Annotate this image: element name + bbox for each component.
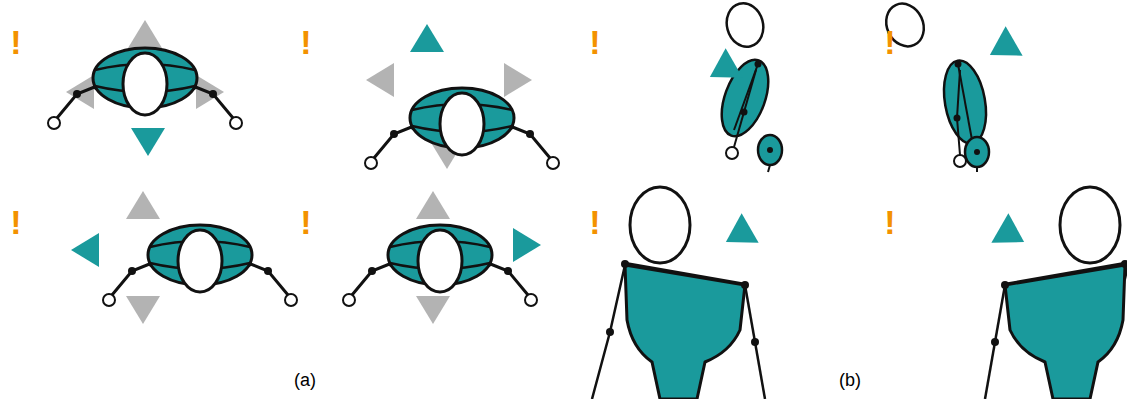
top-view-figure <box>71 191 297 324</box>
top-view-figure <box>365 24 559 169</box>
top-view-figure <box>343 191 541 324</box>
panel-label: (a) <box>294 371 316 389</box>
warning-mark: ! <box>884 25 895 59</box>
warning-mark: ! <box>300 205 311 239</box>
warning-mark: ! <box>300 25 311 59</box>
side-view-figure <box>701 0 782 172</box>
warning-mark: ! <box>589 205 600 239</box>
warning-mark: ! <box>884 205 895 239</box>
warning-mark: ! <box>10 25 21 59</box>
warning-mark: ! <box>10 205 21 239</box>
warning-mark: ! <box>589 25 600 59</box>
front-view-figure <box>592 187 765 399</box>
panel-label: (b) <box>839 371 861 389</box>
side-view-figure <box>879 0 1022 172</box>
front-view-figure <box>985 187 1127 399</box>
top-view-figure <box>48 20 242 156</box>
